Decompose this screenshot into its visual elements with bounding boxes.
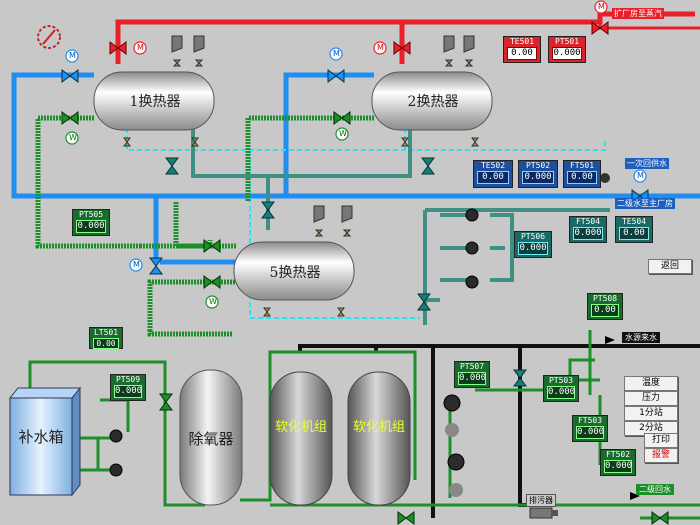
hx1-label: 1换热器 bbox=[129, 94, 181, 110]
steam-drain bbox=[598, 22, 700, 30]
softener-unit-1[interactable] bbox=[269, 371, 333, 506]
instrument-value: 0.00 bbox=[507, 47, 537, 60]
valve-motor-letter: M bbox=[637, 171, 644, 180]
valve-motor-letter: M bbox=[333, 49, 340, 58]
instrument-lt501[interactable]: LT501 0.00 bbox=[89, 327, 123, 349]
valve-motor-letter: M bbox=[133, 260, 140, 269]
instrument-ft503[interactable]: FT503 0.000 bbox=[572, 415, 608, 442]
secondary-bottom-label: 二级回水 bbox=[636, 484, 674, 495]
instrument-value: 0.00 bbox=[477, 171, 509, 184]
instrument-pt507[interactable]: PT507 0.000 bbox=[454, 361, 490, 388]
teal-valves[interactable] bbox=[165, 157, 527, 387]
thermometer-logo-icon bbox=[37, 25, 61, 49]
heat-exchanger-5[interactable] bbox=[233, 241, 355, 301]
trap-valves bbox=[123, 59, 479, 317]
softener2-label: 软化机组 bbox=[352, 420, 405, 435]
instrument-ft501[interactable]: FT501 0.00 bbox=[563, 160, 601, 188]
flow-arrows bbox=[605, 336, 640, 500]
safety-valves bbox=[171, 35, 475, 223]
instrument-value: 0.000 bbox=[114, 385, 143, 398]
hx2-label: 2换热器 bbox=[407, 94, 459, 110]
instrument-value: 0.000 bbox=[76, 220, 106, 233]
blowdown-label: 排污器 bbox=[526, 494, 556, 507]
steam-pipe-label: 扩厂房至蒸汽 bbox=[612, 8, 664, 19]
back-button[interactable]: 返回 bbox=[648, 259, 692, 274]
instrument-tag: PT508 bbox=[592, 294, 618, 303]
instrument-value: 0.000 bbox=[518, 242, 548, 255]
heat-exchanger-1[interactable] bbox=[93, 71, 215, 131]
instrument-value: 0.000 bbox=[552, 47, 582, 60]
instrument-tag: TE501 bbox=[509, 37, 535, 46]
instrument-tag: PT502 bbox=[525, 161, 551, 170]
instrument-ft502[interactable]: FT502 0.000 bbox=[600, 449, 636, 476]
motor-actuators[interactable] bbox=[65, 0, 647, 309]
pump-motors bbox=[445, 423, 463, 497]
instrument-tag: FT503 bbox=[577, 416, 603, 425]
instrument-pt506[interactable]: PT506 0.000 bbox=[514, 231, 552, 258]
instrument-tag: FT504 bbox=[575, 217, 601, 226]
instrument-pt509[interactable]: PT509 0.000 bbox=[110, 374, 146, 401]
blowdown-unit[interactable] bbox=[529, 507, 558, 519]
instrument-value: 0.000 bbox=[604, 460, 633, 473]
instrument-value: 0.00 bbox=[619, 227, 649, 240]
valve-water-letter: W bbox=[69, 133, 77, 142]
instrument-tag: FT502 bbox=[605, 450, 631, 459]
instrument-tag: TE502 bbox=[480, 161, 506, 170]
valve-water-letter: W bbox=[339, 129, 347, 138]
secondary-valves[interactable] bbox=[61, 111, 669, 525]
valve-water-letter: W bbox=[209, 297, 217, 306]
instrument-tag: PT505 bbox=[78, 210, 104, 219]
instrument-tag: LT501 bbox=[93, 328, 119, 337]
valve-motor-letter: M bbox=[377, 43, 384, 52]
instrument-te502[interactable]: TE502 0.00 bbox=[473, 160, 513, 188]
instrument-value: 0.000 bbox=[522, 171, 554, 184]
instrument-value: 0.00 bbox=[93, 338, 119, 349]
deaerator-tank[interactable] bbox=[179, 369, 243, 506]
secondary-supply-label: 二级水至主厂房 bbox=[615, 198, 675, 209]
valve-motor-letter: M bbox=[69, 51, 76, 60]
softener-unit-2[interactable] bbox=[347, 371, 411, 506]
instrument-ft504[interactable]: FT504 0.000 bbox=[569, 216, 607, 243]
steam-valves[interactable] bbox=[109, 21, 609, 55]
valve-motor-letter: M bbox=[598, 2, 605, 11]
nav-substation1-button[interactable]: 1分站 bbox=[624, 406, 678, 421]
instrument-pt503[interactable]: PT503 0.000 bbox=[543, 375, 579, 402]
instrument-tag: PT509 bbox=[115, 375, 141, 384]
makeup-water-tank[interactable] bbox=[8, 386, 82, 497]
alarm-button[interactable]: 报警 bbox=[644, 448, 678, 463]
instrument-value: 0.000 bbox=[573, 227, 603, 240]
instrument-te504[interactable]: TE504 0.00 bbox=[615, 216, 653, 243]
instrument-te501[interactable]: TE501 0.00 bbox=[503, 36, 541, 63]
instrument-tag: PT507 bbox=[459, 362, 485, 371]
instrument-tag: TE504 bbox=[621, 217, 647, 226]
makeup-tank-label: 补水箱 bbox=[18, 428, 64, 446]
heat-exchanger-2[interactable] bbox=[371, 71, 493, 131]
pumps[interactable] bbox=[109, 208, 479, 477]
hx5-label: 5换热器 bbox=[269, 265, 321, 281]
return-dashed bbox=[126, 128, 606, 319]
instrument-tag: FT501 bbox=[569, 161, 595, 170]
print-button[interactable]: 打印 bbox=[644, 433, 678, 448]
instrument-tag: PT501 bbox=[554, 37, 580, 46]
status-indicator bbox=[600, 173, 610, 183]
nav-pressure-button[interactable]: 压力 bbox=[624, 391, 678, 406]
softener1-label: 软化机组 bbox=[274, 420, 327, 435]
valve-motor-letter: M bbox=[137, 43, 144, 52]
instrument-tag: PT506 bbox=[520, 232, 546, 241]
instrument-value: 0.000 bbox=[576, 426, 605, 439]
deaerator-label: 除氧器 bbox=[188, 430, 234, 448]
instrument-value: 0.000 bbox=[547, 386, 576, 399]
water-source-label: 水源来水 bbox=[622, 332, 660, 343]
instrument-pt502[interactable]: PT502 0.000 bbox=[518, 160, 558, 188]
instrument-value: 0.00 bbox=[591, 304, 619, 317]
instrument-tag: PT503 bbox=[548, 376, 574, 385]
instrument-pt505[interactable]: PT505 0.000 bbox=[72, 209, 110, 236]
instrument-value: 0.00 bbox=[567, 171, 597, 184]
nav-temperature-button[interactable]: 温度 bbox=[624, 376, 678, 391]
instrument-pt501-top[interactable]: PT501 0.000 bbox=[548, 36, 586, 63]
primary-return-label: 一次回供水 bbox=[625, 158, 669, 169]
instrument-pt508[interactable]: PT508 0.00 bbox=[587, 293, 623, 320]
instrument-value: 0.000 bbox=[458, 372, 487, 385]
